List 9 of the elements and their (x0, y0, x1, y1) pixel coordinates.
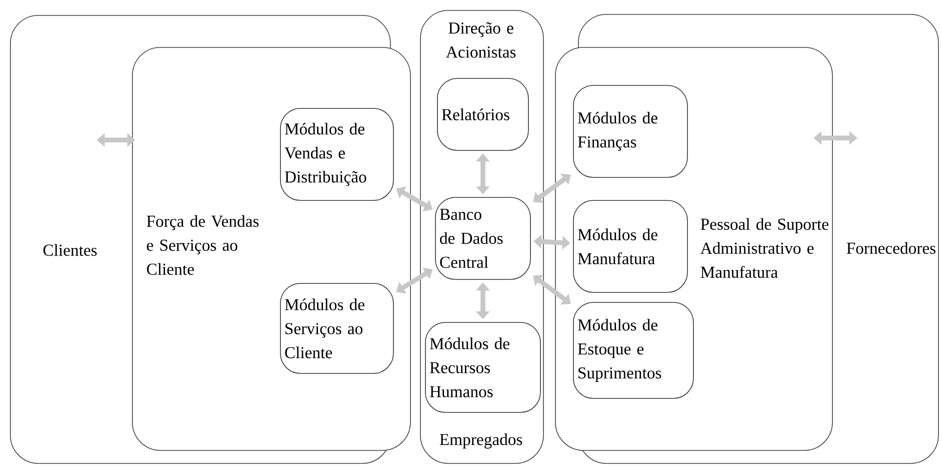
double-arrow (533, 174, 571, 203)
module-box: Módulos de Manufatura (573, 200, 688, 293)
module-box: Módulos de Estoque e Suprimentos (573, 302, 694, 399)
module-box: Módulos de Serviços ao Cliente (280, 283, 394, 374)
module-box: Relatórios (437, 78, 529, 151)
module-box: Módulos de Vendas e Distribuição (280, 108, 394, 201)
module-box: Banco de Dados Central (435, 197, 531, 280)
module-box: Módulos de Recursos Humanos (425, 322, 541, 413)
module-box: Módulos de Finanças (573, 85, 688, 178)
